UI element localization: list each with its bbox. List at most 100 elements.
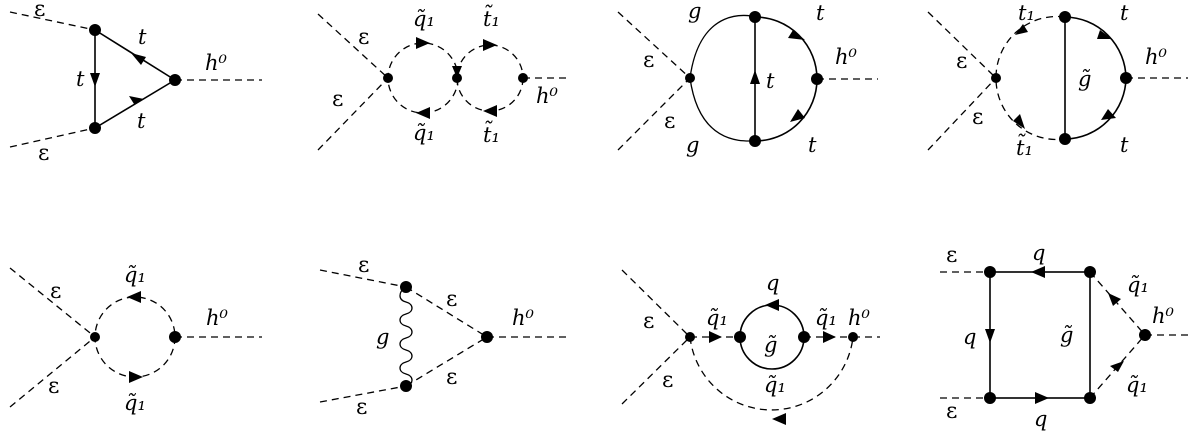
label-g: g xyxy=(686,133,699,157)
arrow-icon xyxy=(823,331,836,343)
arrow-icon xyxy=(1015,24,1028,35)
vertex xyxy=(848,332,858,342)
vertex xyxy=(749,11,761,23)
label-h0: h⁰ xyxy=(1145,45,1168,69)
label-stop: t̃₁ xyxy=(1016,133,1033,160)
label-t: t xyxy=(816,1,825,25)
arrow-icon xyxy=(131,53,146,65)
label-t: t xyxy=(808,133,817,157)
arrow-icon xyxy=(1035,392,1049,404)
label-epsilon: ε xyxy=(356,395,367,420)
label-t: t xyxy=(76,67,85,91)
vertex xyxy=(1084,266,1096,278)
label-epsilon: ε xyxy=(946,243,957,268)
diagram-gluon-triangle: ε ε ε ε g h⁰ xyxy=(319,253,570,420)
diagram-top-triangle: ε ε t t t h⁰ xyxy=(9,0,262,166)
arrow-icon xyxy=(985,329,995,343)
vertex xyxy=(984,392,996,404)
diagram-double-bubble: ε ε q̃₁ q̃₁ t̃₁ t̃₁ h⁰ xyxy=(317,4,570,151)
label-squark: q̃₁ xyxy=(815,306,837,330)
arrow-icon xyxy=(452,66,462,78)
vertex xyxy=(1059,11,1071,23)
vertex xyxy=(734,331,746,343)
vertex xyxy=(984,266,996,278)
vertex xyxy=(481,331,493,343)
vertex xyxy=(518,73,528,83)
label-h0: h⁰ xyxy=(848,306,871,330)
arrow-icon xyxy=(1097,30,1112,39)
label-epsilon: ε xyxy=(662,368,673,393)
label-epsilon: ε xyxy=(50,279,61,304)
label-squark: q̃₁ xyxy=(413,121,435,145)
label-g: g xyxy=(688,0,701,23)
label-epsilon: ε xyxy=(446,287,457,312)
label-stop: t̃₁ xyxy=(483,120,500,147)
label-squark: q̃₁ xyxy=(1126,373,1148,397)
arrow-icon xyxy=(772,413,786,425)
label-squark: q̃₁ xyxy=(764,373,786,397)
label-t: t xyxy=(138,25,147,49)
vertex xyxy=(1139,329,1151,341)
label-h0: h⁰ xyxy=(1152,304,1175,328)
diagram-box: ε ε q q q g̃ q̃₁ q̃₁ h⁰ xyxy=(940,241,1190,431)
vertex xyxy=(685,73,695,83)
label-epsilon: ε xyxy=(664,109,675,134)
label-epsilon: ε xyxy=(38,141,49,166)
label-h0: h⁰ xyxy=(536,84,559,108)
label-epsilon: ε xyxy=(956,49,967,74)
label-h0: h⁰ xyxy=(835,45,858,69)
label-epsilon: ε xyxy=(332,87,343,112)
label-h0: h⁰ xyxy=(205,51,228,75)
vertex xyxy=(400,281,412,293)
label-epsilon: ε xyxy=(34,0,45,22)
diagram-gluon-top-loop: ε ε g g t t t h⁰ xyxy=(617,0,878,157)
arrow-icon xyxy=(483,105,497,117)
gluon-line xyxy=(399,286,413,387)
arrow-icon xyxy=(1108,293,1121,306)
label-g: g xyxy=(376,325,389,349)
label-gluino: g̃ xyxy=(1078,67,1091,91)
label-epsilon: ε xyxy=(946,399,957,424)
diagram-stop-gluino-loop: ε ε t₁ t̃₁ g̃ t t h⁰ xyxy=(927,1,1188,160)
arrow-icon xyxy=(483,39,497,51)
arrow-icon xyxy=(129,96,144,104)
vertex xyxy=(685,332,695,342)
vertex xyxy=(798,331,810,343)
gluon-line xyxy=(689,14,756,142)
vertex xyxy=(811,73,823,85)
label-gluino: g̃ xyxy=(764,333,777,357)
label-epsilon: ε xyxy=(643,48,654,73)
label-h0: h⁰ xyxy=(512,306,535,330)
vertex xyxy=(89,24,101,36)
arrow-icon xyxy=(129,371,143,383)
label-t: t xyxy=(1120,133,1129,157)
label-squark: q̃₁ xyxy=(706,306,728,330)
label-squark: q̃₁ xyxy=(413,7,435,31)
label-squark: q̃₁ xyxy=(124,391,146,415)
arrow-icon xyxy=(127,291,141,303)
vertex xyxy=(1059,133,1071,145)
label-epsilon: ε xyxy=(972,105,983,130)
vertex xyxy=(1084,392,1096,404)
arrow-icon xyxy=(1110,361,1124,372)
label-squark: q̃₁ xyxy=(1127,273,1149,297)
vertex xyxy=(169,74,181,86)
arrow-icon xyxy=(416,107,430,119)
vertex xyxy=(749,135,761,147)
diagram-squark-bubble: ε ε q̃₁ q̃₁ h⁰ xyxy=(9,263,262,415)
vertex xyxy=(452,73,462,83)
vertex xyxy=(90,332,100,342)
arrow-icon xyxy=(1013,114,1025,129)
arrow-icon xyxy=(709,331,722,343)
label-epsilon: ε xyxy=(358,253,369,278)
arrow-icon xyxy=(788,30,805,40)
label-h0: h⁰ xyxy=(206,306,229,330)
vertex xyxy=(991,73,1001,83)
label-t: t xyxy=(1120,1,1129,25)
label-t1: t₁ xyxy=(1018,1,1035,25)
vertex xyxy=(169,331,181,343)
label-q: q xyxy=(1034,407,1047,431)
arrow-icon xyxy=(416,37,430,49)
label-epsilon: ε xyxy=(48,374,59,399)
